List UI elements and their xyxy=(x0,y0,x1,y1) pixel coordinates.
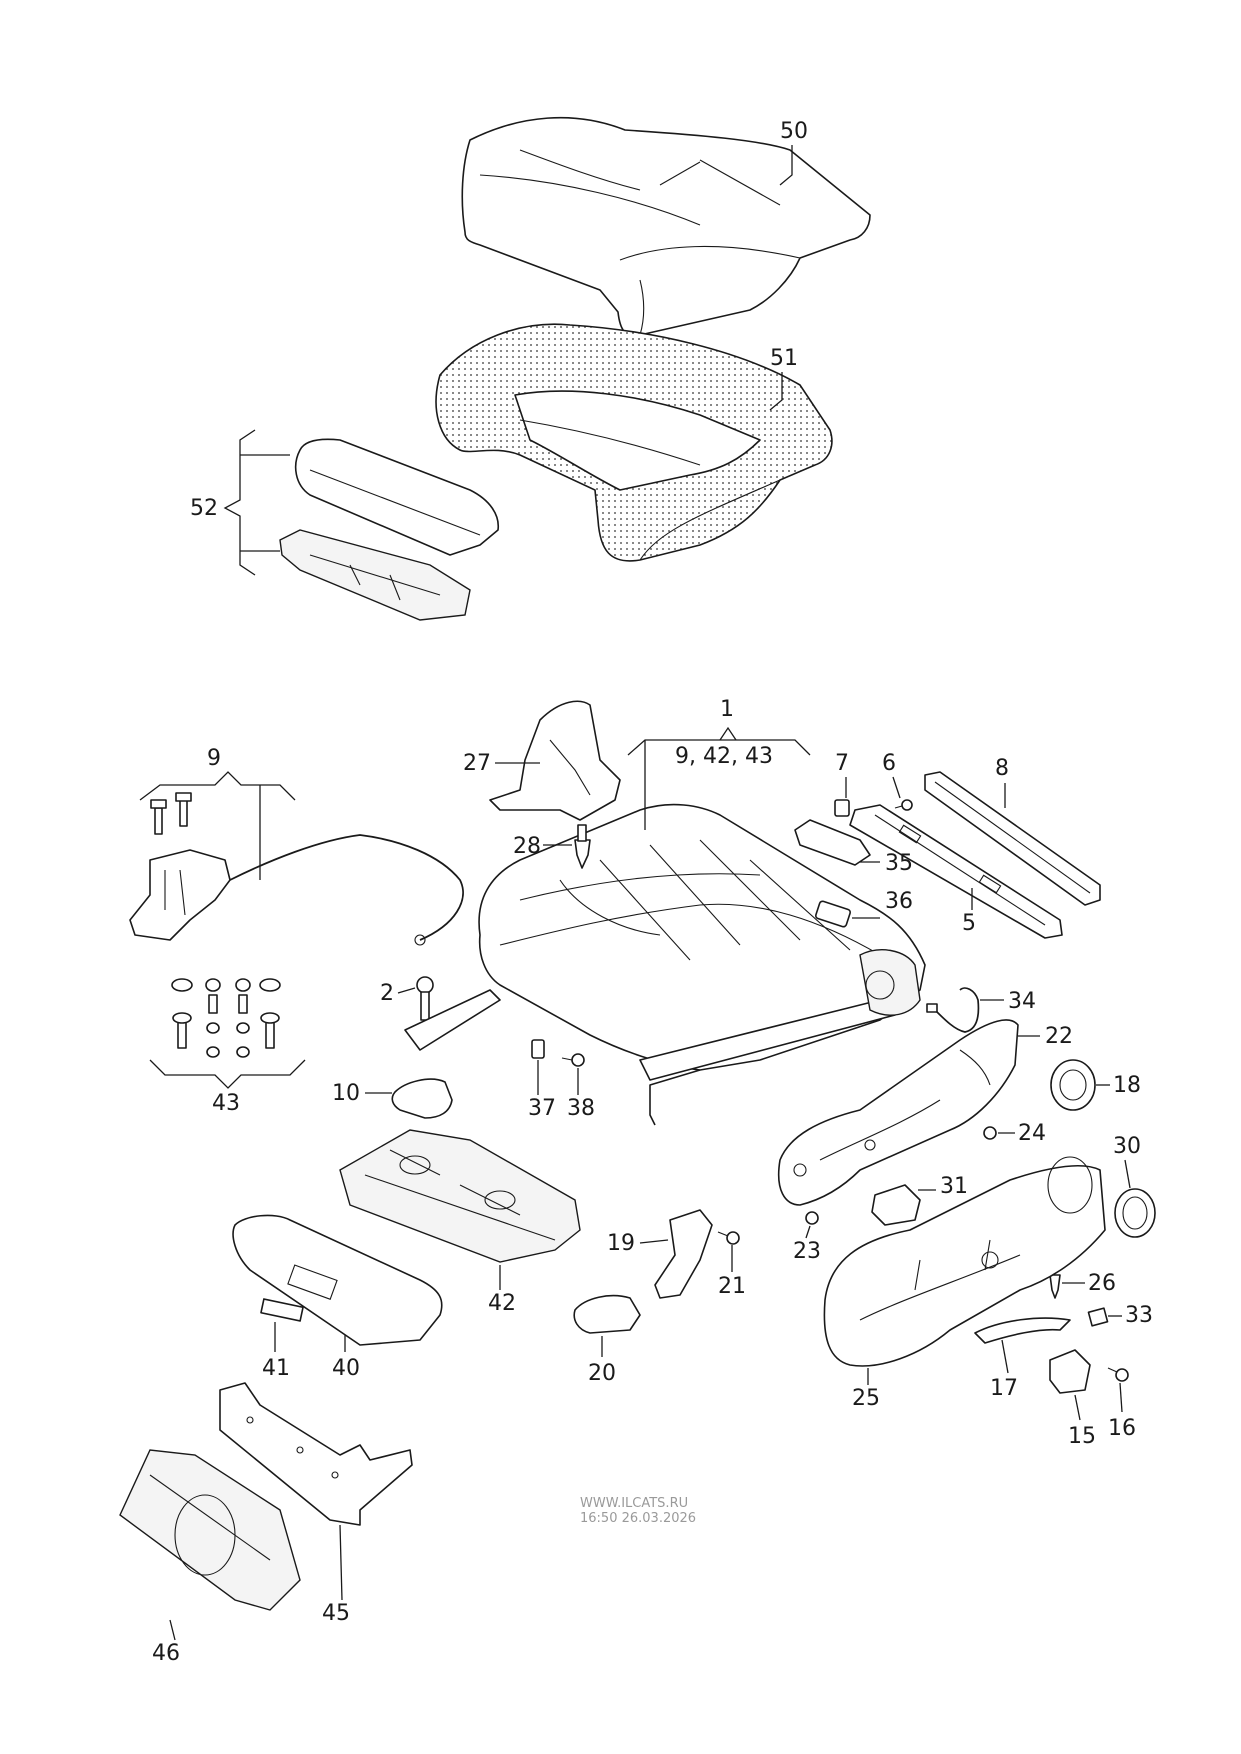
watermark-site: WWW.ILCATS.RU xyxy=(580,1496,688,1511)
callout-18: 18 xyxy=(1113,1073,1141,1098)
part-52-thigh-extension[interactable] xyxy=(279,438,499,621)
callout-20: 20 xyxy=(588,1361,616,1386)
leader-9-bracket xyxy=(139,771,296,801)
part-30-knob-ring[interactable] xyxy=(1114,1188,1156,1238)
part-6-screw[interactable] xyxy=(894,799,913,811)
part-22-side-panel[interactable] xyxy=(778,1019,1019,1206)
leader-6 xyxy=(892,776,901,799)
part-19-bracket[interactable] xyxy=(654,1209,713,1299)
callout-2: 2 xyxy=(380,981,394,1006)
part-24-screw[interactable] xyxy=(983,1126,997,1140)
part-35-bracket[interactable] xyxy=(794,819,871,866)
leader-19 xyxy=(639,1239,669,1244)
part-25-side-shield[interactable] xyxy=(823,1156,1106,1367)
part-43-hardware-set[interactable] xyxy=(171,978,281,1058)
callout-26: 26 xyxy=(1088,1271,1116,1296)
watermark-timestamp: 16:50 26.03.2026 xyxy=(580,1511,696,1526)
callout-24: 24 xyxy=(1018,1121,1046,1146)
leader-43-bracket xyxy=(149,1059,306,1089)
callout-34: 34 xyxy=(1008,989,1036,1014)
leader-45 xyxy=(339,1524,343,1601)
callout-42: 42 xyxy=(488,1291,516,1316)
callout-23: 23 xyxy=(793,1239,821,1264)
leader-52-bracket xyxy=(223,429,256,576)
callout-16: 16 xyxy=(1108,1416,1136,1441)
part-36-connector[interactable] xyxy=(814,900,852,928)
callout-15: 15 xyxy=(1068,1424,1096,1449)
callout-6: 6 xyxy=(882,751,896,776)
part-42-seat-pan[interactable] xyxy=(339,1129,581,1263)
callout-36: 36 xyxy=(885,889,913,914)
callout-51: 51 xyxy=(770,346,798,371)
leader-2 xyxy=(397,987,416,994)
callout-1: 1 xyxy=(720,697,734,722)
callout-33: 33 xyxy=(1125,1303,1153,1328)
part-28-clip[interactable] xyxy=(574,824,591,869)
callout-8: 8 xyxy=(995,756,1009,781)
callout-17: 17 xyxy=(990,1376,1018,1401)
callout-25: 25 xyxy=(852,1386,880,1411)
leader-1-peak xyxy=(719,726,737,741)
part-23-screw[interactable] xyxy=(805,1211,819,1225)
callout-35: 35 xyxy=(885,851,913,876)
part-5-rail[interactable] xyxy=(849,804,1063,939)
callout-38: 38 xyxy=(567,1096,595,1121)
part-17-trim-strip[interactable] xyxy=(974,1317,1071,1344)
part-8-rail-cover[interactable] xyxy=(924,771,1101,906)
part-50-seat-cover[interactable] xyxy=(461,116,871,337)
part-20-cap[interactable] xyxy=(573,1294,641,1334)
part-7-clip[interactable] xyxy=(834,799,850,817)
callout-27: 27 xyxy=(463,751,491,776)
callout-43: 43 xyxy=(212,1091,240,1116)
leader-16 xyxy=(1119,1382,1123,1413)
callout-30: 30 xyxy=(1113,1134,1141,1159)
part-51-seat-foam[interactable] xyxy=(435,323,833,562)
callout-28: 28 xyxy=(513,834,541,859)
part-46-vent-cover[interactable] xyxy=(119,1449,301,1611)
callout-21: 21 xyxy=(718,1274,746,1299)
leader-51 xyxy=(769,372,783,411)
part-10-cover-cap[interactable] xyxy=(391,1078,453,1119)
part-41-switch[interactable] xyxy=(260,1298,304,1322)
part-1-seat-frame[interactable] xyxy=(478,803,926,1126)
leader-17 xyxy=(1001,1339,1009,1374)
part-21-screw[interactable] xyxy=(717,1231,740,1245)
part-15-handle[interactable] xyxy=(1049,1349,1091,1394)
callout-1-subparts: 9, 42, 43 xyxy=(675,744,773,769)
callout-37: 37 xyxy=(528,1096,556,1121)
leader-50 xyxy=(779,145,793,186)
part-27-side-trim[interactable] xyxy=(489,700,621,821)
part-31-motor[interactable] xyxy=(871,1184,921,1226)
callout-52: 52 xyxy=(190,496,218,521)
part-34-wire-harness[interactable] xyxy=(926,987,980,1033)
part-33-clip[interactable] xyxy=(1087,1307,1109,1327)
leader-23 xyxy=(805,1225,811,1239)
callout-31: 31 xyxy=(940,1174,968,1199)
part-26-clip[interactable] xyxy=(1049,1274,1061,1299)
callout-41: 41 xyxy=(262,1356,290,1381)
callout-45: 45 xyxy=(322,1601,350,1626)
part-38-bolt[interactable] xyxy=(561,1053,585,1067)
leader-46 xyxy=(169,1619,176,1641)
leader-30 xyxy=(1124,1159,1131,1189)
leader-52-ticks xyxy=(240,454,290,552)
callout-50: 50 xyxy=(780,119,808,144)
part-40-front-trim[interactable] xyxy=(232,1214,443,1346)
part-45-bracket[interactable] xyxy=(219,1382,413,1526)
part-2-bolt[interactable] xyxy=(404,976,501,1051)
part-37-clip[interactable] xyxy=(531,1039,545,1059)
part-18-knob[interactable] xyxy=(1050,1059,1096,1111)
callout-7: 7 xyxy=(835,751,849,776)
leader-15 xyxy=(1074,1394,1081,1421)
callout-46: 46 xyxy=(152,1641,180,1666)
part-16-screw[interactable] xyxy=(1107,1367,1129,1382)
callout-40: 40 xyxy=(332,1356,360,1381)
callout-5: 5 xyxy=(962,911,976,936)
callout-10: 10 xyxy=(332,1081,360,1106)
callout-9: 9 xyxy=(207,746,221,771)
callout-19: 19 xyxy=(607,1231,635,1256)
part-9-adjuster-cable[interactable] xyxy=(129,792,464,946)
callout-22: 22 xyxy=(1045,1024,1073,1049)
